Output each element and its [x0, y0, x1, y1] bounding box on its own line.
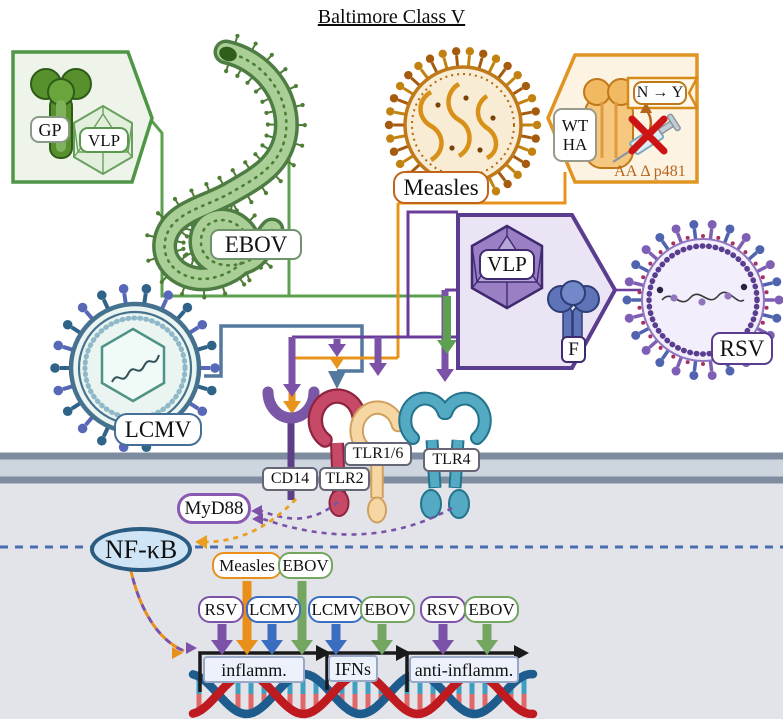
gene-box-anti-inflamm: anti-inflamm. [409, 656, 519, 683]
inducer-pill-lcmv-inflamm: LCMV [246, 596, 301, 623]
inducer-pill-rsv-inflamm: RSV [198, 596, 244, 623]
rsv-connector [292, 210, 458, 339]
vlp-green-label: VLP [79, 127, 129, 153]
receptor-arrows [283, 290, 457, 414]
f-protein-label: F [561, 336, 586, 363]
receptor-label-cd14: CD14 [262, 467, 318, 491]
inducer-pill-ebov-anti: EBOV [464, 596, 519, 623]
inducer-pill-rsv-anti: RSV [420, 596, 466, 623]
gene-box-inflamm: inflamm. [203, 656, 305, 683]
rsv-virus-label: RSV [711, 332, 773, 365]
measles-virus-label: Measles [393, 171, 489, 204]
signaling-dashed-paths [129, 498, 453, 659]
ebov-virus-label: EBOV [210, 229, 302, 260]
gene-box-ifns: IFNs [328, 655, 378, 682]
gene-induction-arrows [211, 581, 498, 655]
vlp-purple-label: VLP [479, 249, 535, 280]
inducer-pill-lcmv-ifns: LCMV [308, 596, 364, 623]
receptor-label-tlr4: TLR4 [423, 448, 480, 472]
wt-text: WT [561, 116, 589, 135]
ha-text: HA [562, 135, 588, 154]
nfkb-node: NF-κB [90, 527, 192, 572]
cell-membrane [0, 452, 783, 719]
mutation-substitution-label: N → Y [633, 81, 687, 105]
lcmv-connector [204, 324, 364, 378]
rsv-vaccine-box [456, 213, 641, 370]
gp-label: GP [30, 116, 70, 143]
red-x-icon [628, 115, 668, 155]
receptor-label-tlr16: TLR1/6 [344, 442, 412, 466]
inducer-pill-ebov-ifns: EBOV [360, 596, 415, 623]
inducer-pill-measles: Measles [212, 552, 282, 579]
diagram-title: Baltimore Class V [317, 6, 466, 28]
lcmv-virus-label: LCMV [114, 413, 202, 446]
ebov-connector [149, 119, 447, 298]
receptor-label-tlr2: TLR2 [319, 467, 370, 491]
promoter-arrows [198, 645, 529, 692]
wt-ha-label: WT HA [553, 108, 597, 162]
ebov-virion-illustration [145, 33, 307, 300]
inducer-pill-ebov-inflamm: EBOV [278, 552, 333, 579]
myd88-node: MyD88 [177, 493, 251, 524]
mutation-annotation: AA Δ p481 [614, 163, 686, 180]
measles-virion-illustration [384, 47, 542, 203]
